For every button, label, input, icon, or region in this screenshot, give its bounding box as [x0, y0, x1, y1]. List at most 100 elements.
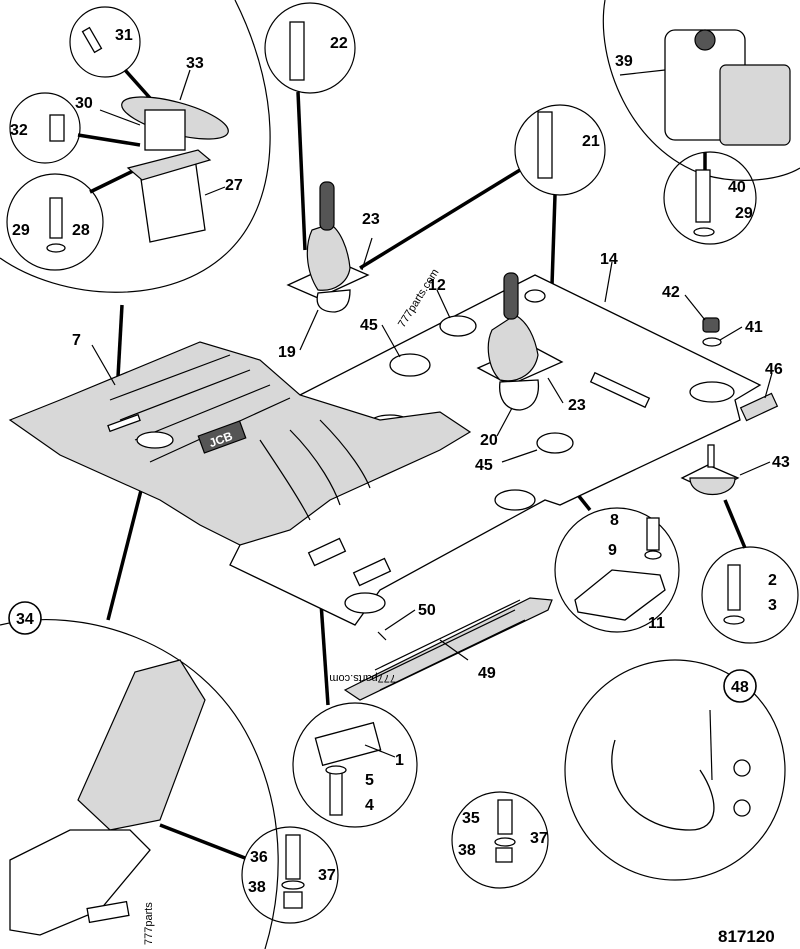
detail-circle-11 — [554, 507, 680, 633]
callout-31: 31 — [115, 27, 133, 44]
reference-number: 817120 — [718, 927, 775, 946]
callout-34: 34 — [16, 611, 34, 628]
callout-8: 8 — [610, 512, 619, 529]
seal-12 — [439, 315, 477, 337]
joystick-right — [476, 272, 564, 411]
floor-plate-slot-3 — [352, 557, 392, 587]
hydraulic-motor — [664, 29, 791, 146]
step-plate-grooves — [369, 599, 526, 691]
callout-27: 27 — [225, 177, 243, 194]
detail-circle-36 — [241, 826, 339, 924]
detail-circle-2 — [701, 546, 799, 644]
callout-circle-48 — [723, 669, 757, 703]
washer-3 — [723, 615, 745, 625]
bolt-28 — [49, 197, 63, 239]
washer-37b — [494, 837, 516, 847]
bolt-22 — [289, 21, 305, 81]
detail-circle-21 — [514, 104, 606, 196]
pedal-body — [144, 109, 186, 151]
callout-7: 7 — [72, 332, 81, 349]
nut-42 — [702, 317, 720, 333]
callout-50: 50 — [418, 602, 436, 619]
nut-48a — [733, 759, 751, 777]
step-plate — [343, 597, 553, 701]
bolt-32 — [49, 114, 65, 142]
detail-circle-motor — [602, 0, 800, 181]
floor-mat-slot — [107, 413, 141, 433]
leader-thick-32 — [77, 133, 141, 147]
callout-45b: 45 — [475, 457, 493, 474]
floor-mat-logo — [197, 420, 247, 454]
bolt-36 — [285, 834, 301, 880]
callout-40: 40 — [728, 179, 746, 196]
callout-36: 36 — [250, 849, 268, 866]
washer-29b — [693, 227, 715, 237]
callout-37a: 37 — [318, 867, 336, 884]
callout-14: 14 — [600, 251, 618, 268]
washer-37a — [281, 880, 305, 890]
washer-29a — [46, 243, 66, 253]
detail-circle-35 — [451, 791, 549, 889]
floor-plate-slot — [589, 371, 651, 409]
plate-mount-1 — [494, 489, 536, 511]
floor-plate-slot-2 — [307, 537, 347, 567]
callout-20: 20 — [480, 432, 498, 449]
callout-1: 1 — [395, 752, 404, 769]
watermark-2: 777parts.com — [329, 672, 396, 684]
detail-circle-bracket — [564, 659, 786, 881]
detail-circle-28 — [6, 173, 104, 271]
callout-37b: 37 — [530, 830, 548, 847]
washer-41 — [702, 337, 722, 347]
bolt-40 — [695, 169, 711, 223]
callout-21: 21 — [582, 133, 600, 150]
bolt-48 — [709, 709, 713, 781]
leader-thick-21a — [359, 168, 521, 270]
plate-mount-3 — [689, 381, 735, 403]
callout-23a: 23 — [362, 211, 380, 228]
detail-circle-22 — [264, 2, 356, 94]
pedal-spool — [86, 900, 130, 924]
screw-50 — [377, 631, 387, 641]
leader-thick-22 — [296, 91, 307, 251]
callout-48: 48 — [731, 679, 749, 696]
callout-23b: 23 — [568, 397, 586, 414]
nut-38a — [283, 891, 303, 909]
nut-48b — [733, 799, 751, 817]
callout-35: 35 — [462, 810, 480, 827]
callout-42: 42 — [662, 284, 680, 301]
callout-19: 19 — [278, 344, 296, 361]
anti-vibration-mount — [680, 444, 740, 496]
callout-28: 28 — [72, 222, 90, 239]
bolt-4 — [329, 769, 343, 816]
bolt-8 — [646, 517, 660, 551]
detail-circle-1 — [292, 702, 418, 828]
floor-mat-hole — [136, 431, 174, 449]
seal-45-left — [389, 353, 431, 377]
callout-33: 33 — [186, 55, 204, 72]
screw-31 — [81, 26, 103, 54]
callout-38a: 38 — [248, 879, 266, 896]
leader-thick-36 — [159, 823, 246, 860]
callout-leaders — [91, 69, 773, 758]
callout-39: 39 — [615, 53, 633, 70]
floor-plate — [229, 274, 762, 626]
leader-thick-2 — [723, 499, 747, 549]
callout-29b: 29 — [735, 205, 753, 222]
callout-2: 2 — [768, 572, 777, 589]
plate-mount-2 — [344, 592, 386, 614]
callout-38b: 38 — [458, 842, 476, 859]
washer-9 — [644, 550, 662, 560]
seal-45-right — [536, 432, 574, 454]
callout-4: 4 — [365, 797, 374, 814]
joystick-left — [286, 181, 370, 313]
pedal-bracket-30 — [126, 149, 212, 181]
callout-9: 9 — [608, 542, 617, 559]
bar-46 — [739, 392, 779, 422]
callout-22: 22 — [330, 35, 348, 52]
gasket-11 — [574, 569, 666, 621]
callout-43: 43 — [772, 454, 790, 471]
bolt-2 — [727, 564, 741, 611]
callout-30: 30 — [75, 95, 93, 112]
plate-mount-4 — [524, 289, 546, 303]
